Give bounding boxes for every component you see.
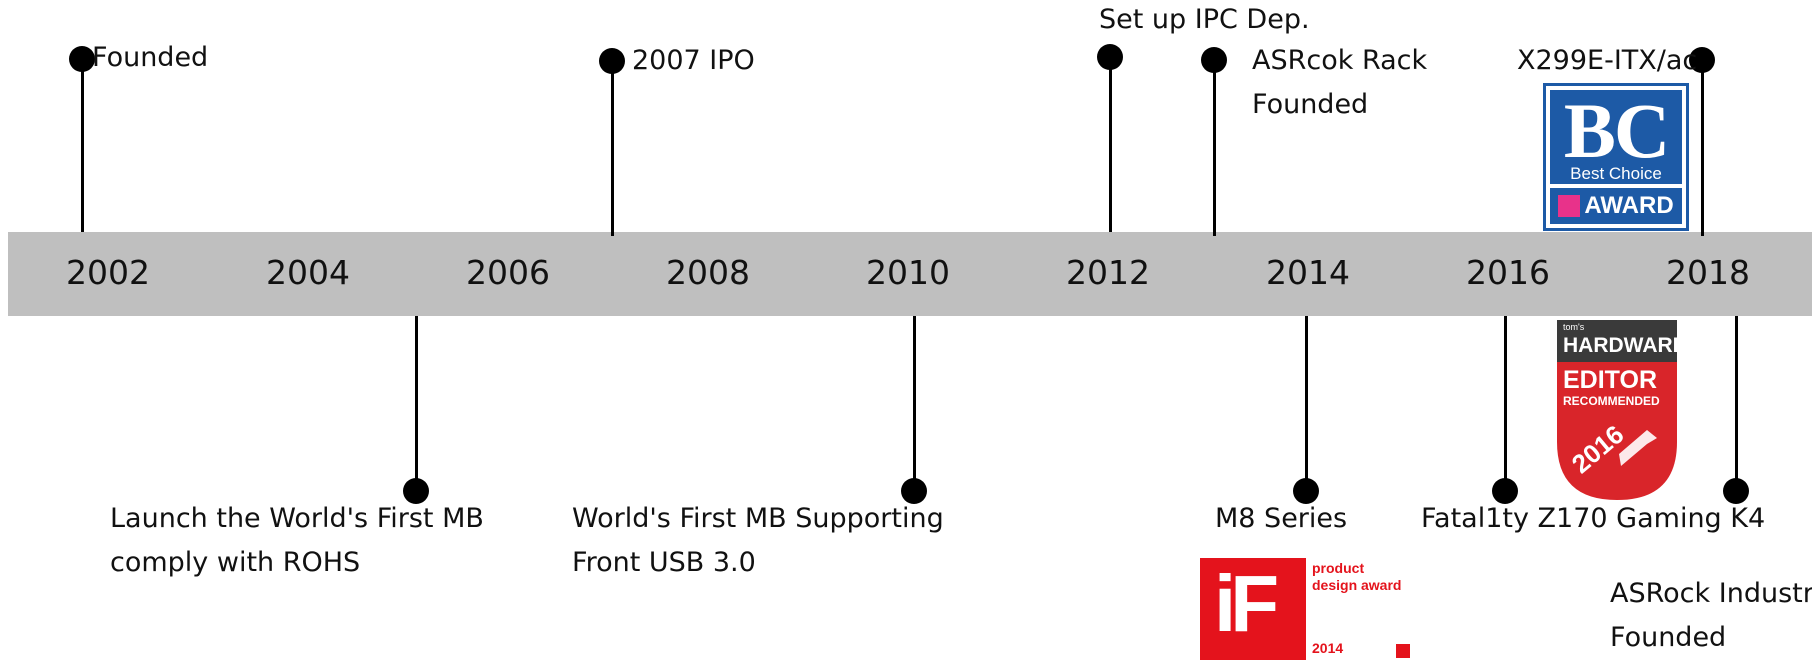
marker-dot	[403, 478, 429, 504]
marker-stem	[1305, 316, 1308, 492]
bc-award-text: AWARD	[1584, 192, 1674, 219]
marker-dot	[1723, 478, 1749, 504]
marker-dot	[1097, 44, 1123, 70]
bc-logo-text: BC	[1563, 87, 1670, 174]
marker-stem	[1735, 316, 1738, 492]
event-rohs: Launch the World's First MB comply with …	[110, 503, 484, 578]
marker-dot	[1201, 47, 1227, 73]
year-label: 2008	[666, 253, 750, 292]
if-logo-block: iF	[1200, 558, 1306, 660]
marker-stem	[81, 60, 84, 232]
event-usb3: World's First MB Supporting Front USB 3.…	[572, 503, 944, 578]
event-m8: M8 Series	[1215, 503, 1348, 534]
if-square-icon	[1396, 644, 1410, 658]
event-rack: ASRcok Rack Founded	[1252, 45, 1428, 120]
marker-stem	[1701, 60, 1704, 236]
marker-stem	[415, 316, 418, 492]
event-founded: Founded	[92, 42, 209, 73]
marker-dot	[69, 46, 95, 72]
toms-shield-icon	[1557, 362, 1677, 500]
toms-brand: HARDWARE	[1563, 334, 1687, 357]
toms-hardware-badge: tom's HARDWARE EDITOR RECOMMENDED 2016	[1557, 320, 1687, 500]
event-ipo: 2007 IPO	[632, 45, 755, 76]
marker-stem	[1213, 60, 1216, 236]
marker-dot	[1293, 478, 1319, 504]
marker-stem	[1504, 316, 1507, 492]
marker-dot	[1689, 47, 1715, 73]
year-label: 2018	[1666, 253, 1750, 292]
bc-subtitle: Best Choice	[1570, 164, 1662, 183]
toms-brand-small: tom's	[1563, 322, 1585, 332]
marker-stem	[1109, 58, 1112, 232]
if-logo-text: iF	[1214, 559, 1279, 648]
marker-stem	[913, 316, 916, 492]
event-ipc: Set up IPC Dep.	[1099, 4, 1310, 35]
if-label: product design award	[1312, 560, 1402, 593]
year-label: 2006	[466, 253, 550, 292]
year-label: 2010	[866, 253, 950, 292]
best-choice-award-badge: BC Best Choice AWARD	[1543, 83, 1689, 231]
year-label: 2004	[266, 253, 350, 292]
toms-recommended: RECOMMENDED	[1563, 394, 1660, 408]
year-label: 2002	[66, 253, 150, 292]
if-design-award-badge: iF product design award 2014	[1200, 558, 1418, 660]
marker-dot	[599, 48, 625, 74]
marker-stem	[611, 60, 614, 236]
event-fatal1ty: Fatal1ty Z170 Gaming K4	[1421, 503, 1766, 534]
toms-editor: EDITOR	[1563, 366, 1657, 394]
event-industrial: ASRock Industrial Founded	[1610, 578, 1812, 653]
bc-square-icon	[1558, 195, 1581, 217]
year-label: 2012	[1066, 253, 1150, 292]
year-label: 2016	[1466, 253, 1550, 292]
if-year: 2014	[1312, 640, 1344, 656]
marker-dot	[901, 478, 927, 504]
timeline-band	[8, 232, 1812, 316]
year-label: 2014	[1266, 253, 1350, 292]
event-x299: X299E-ITX/ac	[1517, 45, 1698, 76]
marker-dot	[1492, 478, 1518, 504]
